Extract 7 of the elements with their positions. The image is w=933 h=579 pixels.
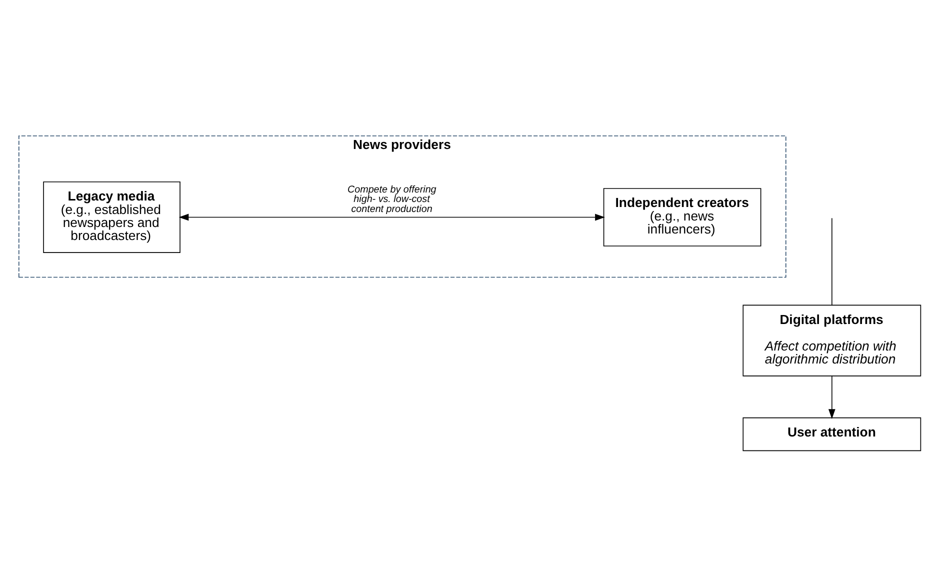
node-box: Independent creators (e.g., news influencers): [603, 188, 762, 246]
node-box: User attention: [742, 416, 922, 451]
node-box: Legacy media (e.g., established newspapers and broadcasters): [43, 181, 180, 252]
edge-label: Compete by offering high- vs. low-cost content production: [348, 184, 436, 214]
arrow: [828, 375, 836, 418]
node-box: Digital platforms Affect competition with algorithmic distribution: [742, 304, 922, 376]
arrow: [178, 213, 605, 220]
